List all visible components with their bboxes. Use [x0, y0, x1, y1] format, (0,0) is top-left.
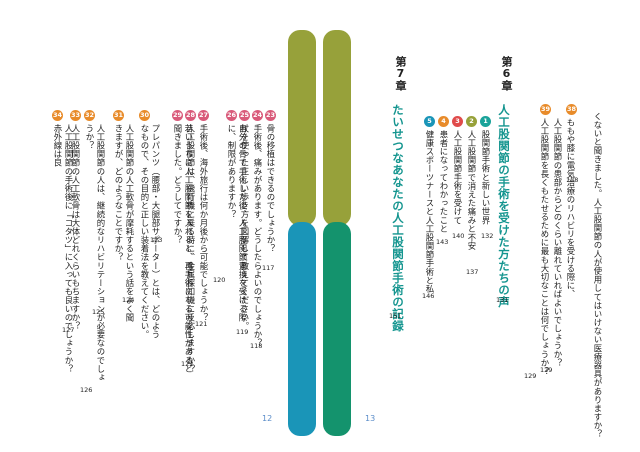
item-badge: 33 [70, 110, 81, 121]
page-ref: 143 [436, 238, 449, 246]
item-badge: 1 [480, 116, 491, 127]
item-badge: 31 [113, 110, 124, 121]
toc-item: プレパンツ（腰部・大腿部サポーター）とは、どのようなもので、その目的と正しい装着… [140, 124, 161, 339]
page-ref: 120 [213, 276, 226, 284]
toc-line-continued: くないと聞きました。人工股関節の人が使用してはいけない医療器具がありますか？ [593, 112, 603, 439]
toc-item: 人工股関節の手術後に「コタツ」に入っても良いのでしょうか？ 赤外線は良 [53, 124, 74, 382]
toc-item: 人工股関節は、飛行機に乗る時に、金属探知機に反応しますか？ [186, 124, 196, 374]
toc-item: 股関節手術と新しい世界 [481, 130, 491, 225]
page-number-left: 12 [262, 414, 273, 423]
item-badge: 27 [198, 110, 209, 121]
toc-item: 健康スポーツナースと人工股関節手術と私 [425, 130, 435, 294]
toc-item: 人工股関節で消えた痛みと不安 [467, 130, 477, 251]
page-ref: 118 [250, 342, 263, 350]
toc-line: 人工股関節を長くもたせるために最も大切なことは何でしょうか？ [540, 118, 550, 376]
item-badge: 3 [452, 116, 463, 127]
page-ref: 117 [262, 264, 275, 272]
toc-item: 人工股関節の人工軟骨が摩耗するという話をよく聞きますが、どのようなことですか？ [114, 124, 135, 322]
band-olive-left [288, 30, 316, 226]
toc-item: 人工股関節の人工軟骨は大体どれくらいもちますか？ [71, 124, 81, 331]
page-ref: 122 [181, 360, 194, 368]
page-ref: 132 [481, 232, 494, 240]
toc-item: 若いうちに人工股関節を入れると、再手術になる可能性があると聞きました。どうしてで… [173, 124, 194, 374]
band-blue-left [288, 222, 316, 436]
page-ref: 121 [195, 320, 208, 328]
chapter-7-label: 第7章 [394, 56, 407, 91]
page-ref: 137 [466, 268, 479, 276]
item-badge: 5 [424, 116, 435, 127]
item-badge: 30 [139, 110, 150, 121]
item-badge: 4 [438, 116, 449, 127]
band-olive-right [323, 30, 351, 226]
item-badge: 24 [252, 110, 263, 121]
page-ref: 119 [236, 328, 249, 336]
page-ref: 126 [80, 386, 93, 394]
page-ref: 151 [389, 312, 402, 320]
item-badge: 32 [84, 110, 95, 121]
item-badge: 28 [185, 110, 196, 121]
item-badge: 34 [52, 110, 63, 121]
toc-item: 自分の骨で手術した後、人工股関節置換を受ける際に、制限がありますか？ [227, 124, 248, 322]
toc-item: 手術後、海外旅行は何か月後から可能でしょうか？ [199, 124, 209, 322]
item-badge-39: 39 [540, 104, 551, 115]
band-green-right [323, 222, 351, 436]
page-ref: 146 [422, 292, 435, 300]
item-badge: 26 [226, 110, 237, 121]
toc-item: 患者になってわかったこと [439, 130, 449, 234]
page-ref: 129 [540, 366, 553, 374]
toc-item: 人工股関節手術を受けて [453, 130, 463, 225]
page-ref: 131 [496, 296, 509, 304]
toc-item: 手術後、痛みがあります。どうしたらよいのでしょうか？ [253, 124, 263, 348]
page-ref: 125 [92, 308, 105, 316]
chapter-6-label: 第6章 [500, 56, 513, 91]
item-badge: 29 [172, 110, 183, 121]
chapter-6-title: 人工股関節の手術を受けた方たちの声 [497, 104, 511, 308]
toc-line: 人工股関節の患部からどのくらい離れていればよいでしょうか？ [553, 118, 563, 368]
item-badge: 25 [239, 110, 250, 121]
page-ref: 129 [524, 372, 537, 380]
item-badge-38: 38 [566, 104, 577, 115]
page-ref: 123 [150, 236, 163, 244]
chapter-7-title: たいせつなあなたの人工股関節手術の記録 [391, 104, 405, 332]
page-ref: 140 [452, 232, 465, 240]
item-badge: 23 [265, 110, 276, 121]
toc-item: 杖を使った正しい歩き方を図解して教えてください。 [240, 124, 250, 331]
toc-line: ももや膝に電気治療のリハビリを受ける際に、 [566, 118, 576, 299]
item-badge: 2 [466, 116, 477, 127]
page-ref: 124 [122, 296, 135, 304]
page-ref: 128 [566, 176, 579, 184]
page-number-right: 13 [365, 414, 376, 423]
page-ref: 127 [62, 326, 75, 334]
toc-item: 骨の移植はできるのでしょうか？ [266, 124, 276, 253]
toc-item: 人工股関節の人は、継続的なリハビリテーションが必要なのでしょうか？ [85, 124, 106, 382]
